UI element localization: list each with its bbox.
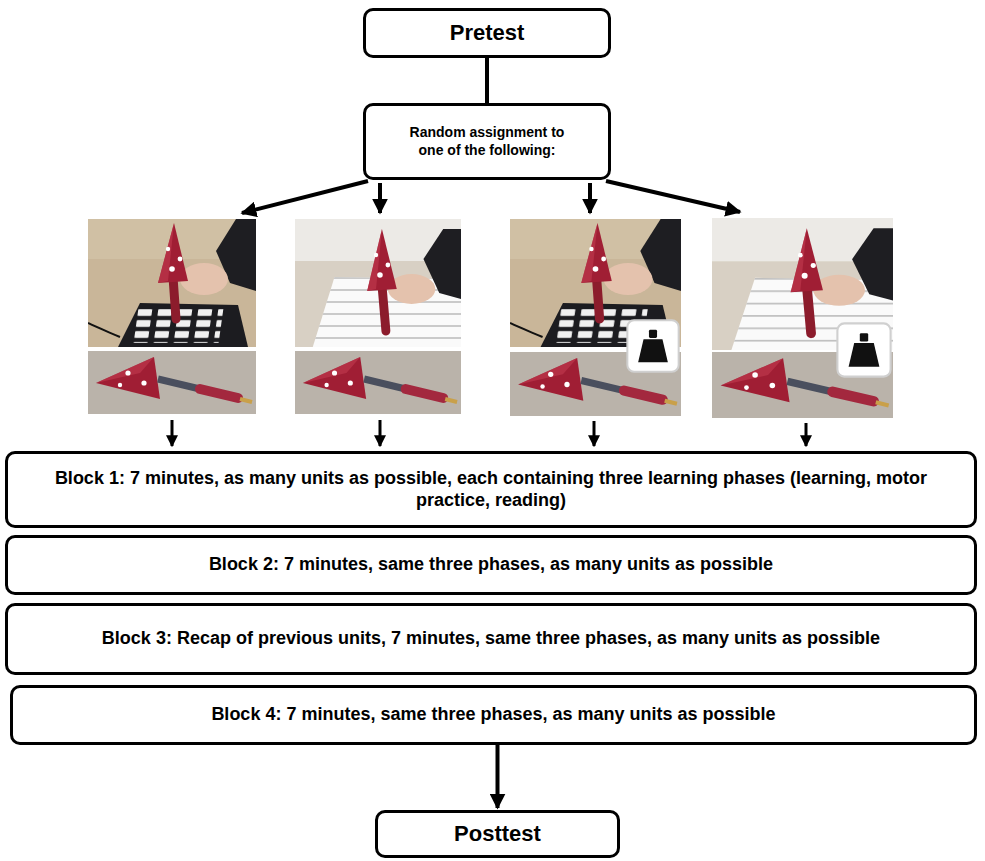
- arrow: [378, 183, 382, 213]
- node-label: Block 3: Recap of previous units, 7 minu…: [102, 628, 880, 650]
- arrow: [606, 181, 740, 212]
- arrow: [379, 420, 382, 446]
- node-label: Posttest: [454, 821, 541, 848]
- block-box: Block 2: 7 minutes, same three phases, a…: [5, 535, 977, 595]
- photo-keypad: [88, 219, 256, 347]
- connector: [496, 745, 500, 808]
- assignment-arrows: [242, 181, 740, 213]
- block-box: Block 4: 7 minutes, same three phases, a…: [10, 685, 977, 745]
- node-label: Block 2: 7 minutes, same three phases, a…: [209, 554, 773, 576]
- arrow: [171, 420, 174, 446]
- photo-paper: [295, 219, 461, 347]
- weight-icon: [837, 323, 890, 376]
- node-label: Random assignment to one of the followin…: [402, 124, 572, 158]
- arrow: [242, 181, 368, 213]
- photo-pen: [88, 351, 256, 414]
- weight-icon: [627, 320, 678, 371]
- photo-pen: [295, 351, 461, 414]
- node-label: Block 1: 7 minutes, as many units as pos…: [32, 468, 950, 512]
- end-box: Posttest: [375, 810, 620, 858]
- node-label: Pretest: [450, 20, 525, 47]
- assignment-box: Random assignment to one of the followin…: [363, 103, 611, 180]
- arrow: [805, 423, 808, 446]
- start-box: Pretest: [363, 8, 611, 58]
- arrow: [593, 421, 596, 446]
- condition-photos: [88, 218, 893, 418]
- block-box: Block 3: Recap of previous units, 7 minu…: [5, 603, 977, 675]
- connector: [485, 58, 489, 103]
- node-label: Block 4: 7 minutes, same three phases, a…: [211, 704, 775, 726]
- arrow: [588, 183, 592, 213]
- photo-arrows: [172, 420, 806, 446]
- block-box: Block 1: 7 minutes, as many units as pos…: [5, 451, 977, 528]
